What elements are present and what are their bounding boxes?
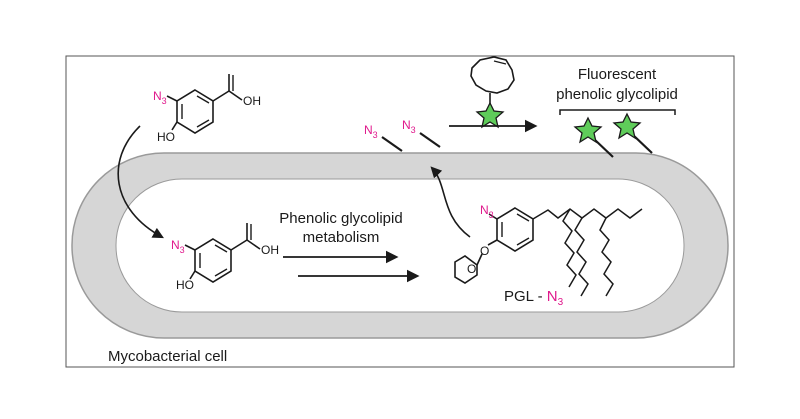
precursor-outside-acid: OH (243, 94, 261, 108)
precursor-outside-hydroxyl: HO (157, 130, 175, 144)
pgl-azide: N3 (480, 203, 494, 220)
pgl-label: PGL - N3 (504, 288, 564, 308)
product-bracket (559, 109, 676, 115)
precursor-inside-azide: N3 (171, 238, 185, 255)
product-label-line2: phenolic glycolipid (556, 86, 678, 103)
precursor-outside-azide: N3 (153, 89, 167, 106)
pgl-ether-oxygen: O (480, 244, 489, 258)
fluorophore-star-icon (475, 101, 505, 129)
process-label-line2: metabolism (303, 229, 380, 246)
surface-azide-2: N3 (402, 118, 441, 148)
surface-azide-2-label: N3 (402, 118, 416, 135)
labeled-glycolipid-2 (612, 112, 653, 154)
labeled-glycolipid-1 (573, 116, 614, 158)
process-label-line1: Phenolic glycolipid (279, 210, 402, 227)
precursor-inside-acid: OH (261, 243, 279, 257)
export-arrow (430, 166, 471, 238)
fluorophore-star-icon (573, 116, 603, 144)
pgl-structure: N3 O O (454, 203, 643, 297)
uptake-arrow (117, 125, 164, 239)
fluorophore-star-icon (612, 112, 642, 140)
precursor-inside: N3 HO OH (171, 223, 279, 292)
frame-label: Mycobacterial cell (108, 348, 227, 365)
cyclooctyne-fluorophore-icon (470, 56, 515, 129)
cell-cytoplasm (115, 178, 685, 313)
frame-border (65, 55, 735, 368)
pgl-ring-oxygen: O (467, 262, 476, 276)
surface-azide-1: N3 (364, 123, 403, 152)
surface-azide-1-label: N3 (364, 123, 378, 140)
precursor-outside: N3 HO OH (153, 74, 261, 144)
product-label-line1: Fluorescent (578, 66, 657, 83)
precursor-inside-hydroxyl: HO (176, 278, 194, 292)
